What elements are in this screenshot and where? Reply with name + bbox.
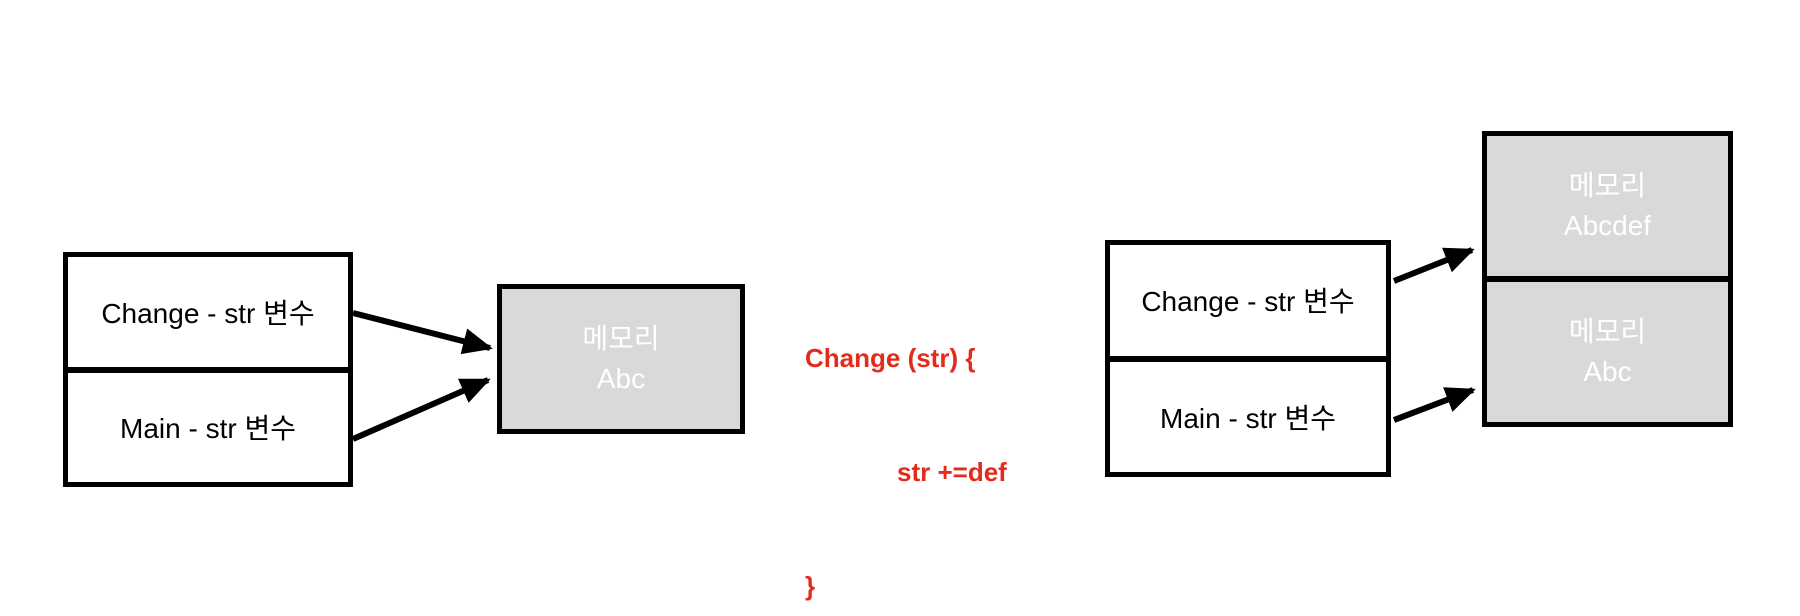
arrow-right-main-to-memory-abc (1392, 387, 1476, 423)
right-stack-row-change: Change - str 변수 (1141, 286, 1355, 318)
right-memory-bottom-value: Abc (1583, 356, 1632, 387)
right-stack-row-main: Main - str 변수 (1110, 355, 1386, 473)
code-line-1: Change (str) { (805, 343, 976, 373)
right-variable-stack: Change - str 변수 Main - str 변수 (1105, 240, 1391, 477)
code-line-3: } (805, 571, 816, 601)
arrow-left-change-to-memory (352, 310, 493, 355)
left-memory-value: Abc (596, 363, 646, 394)
right-memory-box-abcdef: 메모리 Abcdef (1487, 136, 1728, 276)
left-stack-row-main: Main - str 변수 (68, 366, 348, 483)
left-stack-row-change: Change - str 변수 (101, 297, 315, 329)
left-memory-box: 메모리 Abc (497, 284, 745, 434)
left-memory-label: 메모리 (582, 323, 660, 354)
code-line-2: str +=def (897, 457, 1007, 487)
right-memory-stack: 메모리 Abcdef 메모리 Abc (1482, 131, 1733, 427)
left-variable-stack: Change - str 변수 Main - str 변수 (63, 252, 353, 487)
right-memory-box-abc: 메모리 Abc (1487, 276, 1728, 422)
right-memory-top-label: 메모리 (1568, 170, 1647, 201)
arrow-right-change-to-memory-abcdef (1392, 247, 1475, 284)
arrow-left-main-to-memory (351, 377, 491, 442)
right-memory-top-value: Abcdef (1563, 210, 1652, 241)
right-memory-bottom-label: 메모리 (1568, 316, 1647, 347)
code-snippet: Change (str) { str +=def } change(str) (805, 263, 1007, 616)
